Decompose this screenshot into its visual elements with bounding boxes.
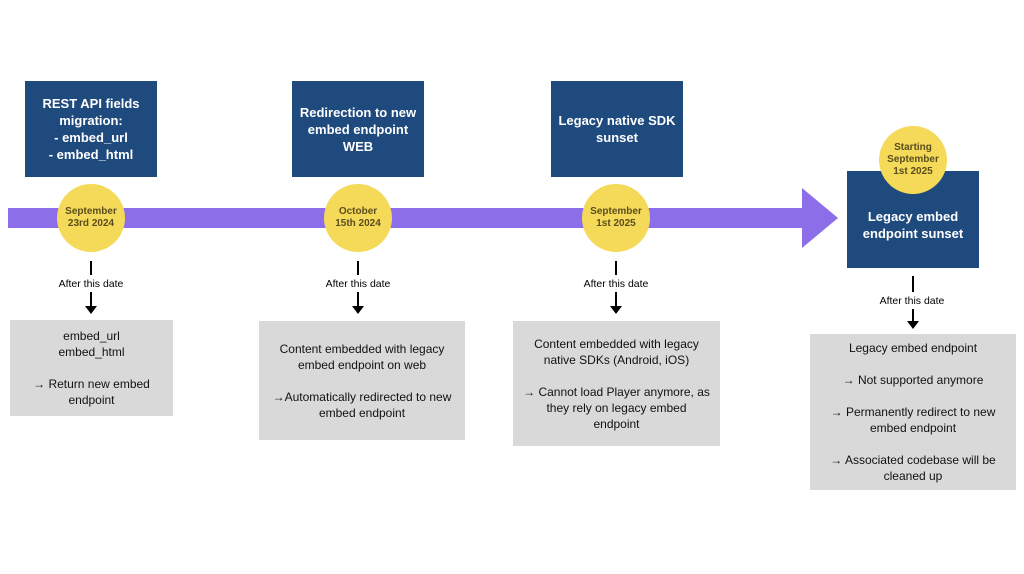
milestone-4-connector	[912, 276, 914, 292]
milestone-2-title: Redirection to new embed endpoint WEB	[292, 81, 424, 177]
milestone-1-title: REST API fields migration: - embed_url -…	[25, 81, 157, 177]
milestone-2-down-arrow-icon	[352, 292, 364, 314]
milestone-3-title: Legacy native SDK sunset	[551, 81, 683, 177]
milestone-1-connector	[90, 261, 92, 275]
timeline-arrow-head	[802, 188, 838, 248]
milestone-1-details: embed_url embed_html → Return new embed …	[10, 320, 173, 416]
milestone-2-connector	[357, 261, 359, 275]
milestone-2-after-label: After this date	[325, 278, 391, 290]
milestone-1-down-arrow-icon	[85, 292, 97, 314]
milestone-3-down-arrow-icon	[610, 292, 622, 314]
milestone-3-connector	[615, 261, 617, 275]
milestone-4-details: Legacy embed endpoint → Not supported an…	[810, 334, 1016, 490]
milestone-3-after-label: After this date	[583, 278, 649, 290]
milestone-3-date-circle: September 1st 2025	[582, 184, 650, 252]
milestone-4-date-circle: Starting September 1st 2025	[879, 126, 947, 194]
milestone-1-after-label: After this date	[58, 278, 124, 290]
milestone-4-after-label: After this date	[879, 295, 945, 307]
milestone-1-date-circle: September 23rd 2024	[57, 184, 125, 252]
milestone-3-details: Content embedded with legacy native SDKs…	[513, 321, 720, 446]
timeline-arrow-shaft	[8, 208, 804, 228]
milestone-4-down-arrow-icon	[907, 309, 919, 329]
milestone-2-details: Content embedded with legacy embed endpo…	[259, 321, 465, 440]
milestone-2-date-circle: October 15th 2024	[324, 184, 392, 252]
